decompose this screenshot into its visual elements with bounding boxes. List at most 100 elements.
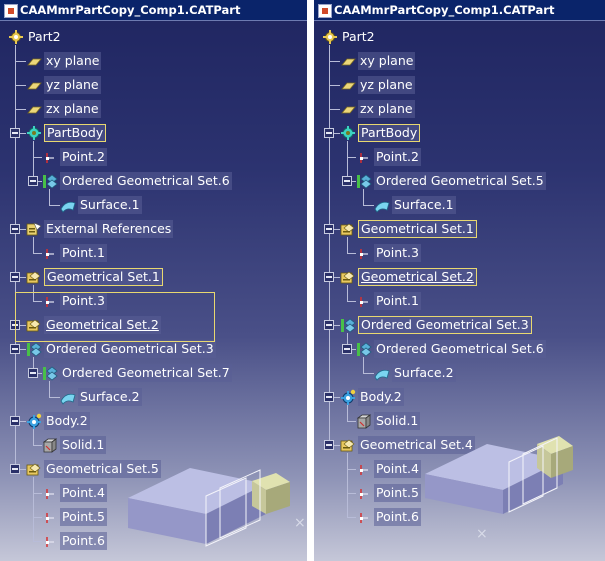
collapse-toggle[interactable] bbox=[342, 344, 352, 354]
tree-node-label: Ordered Geometrical Set.3 bbox=[44, 340, 216, 358]
tree-node-label: yz plane bbox=[44, 76, 101, 94]
collapse-toggle[interactable] bbox=[324, 392, 334, 402]
tree-connector bbox=[329, 229, 340, 230]
right-window-title: CAAMmrPartCopy_Comp1.CATPart bbox=[334, 3, 555, 17]
tree-node-label: Solid.1 bbox=[374, 412, 421, 430]
tree-node-label: xy plane bbox=[358, 52, 416, 70]
ordered-geometrical-set-icon bbox=[42, 365, 58, 381]
plane-icon bbox=[340, 101, 356, 117]
solid-icon bbox=[42, 437, 58, 453]
point-icon bbox=[42, 149, 58, 165]
point-icon bbox=[42, 485, 58, 501]
geometrical-set-icon bbox=[340, 269, 356, 285]
tree-node-label: Geometrical Set.2 bbox=[358, 268, 477, 286]
tree-connector bbox=[15, 277, 26, 278]
right-3d-solid bbox=[425, 436, 573, 514]
right-compass-icon[interactable]: × bbox=[476, 526, 488, 542]
tree-connector bbox=[363, 357, 364, 373]
left-window-title: CAAMmrPartCopy_Comp1.CATPart bbox=[20, 3, 241, 17]
point-icon bbox=[42, 245, 58, 261]
collapse-toggle[interactable] bbox=[10, 416, 20, 426]
collapse-toggle[interactable] bbox=[324, 440, 334, 450]
collapse-toggle[interactable] bbox=[10, 272, 20, 282]
tree-node-label: Point.4 bbox=[60, 484, 107, 502]
plane-icon bbox=[26, 77, 42, 93]
tree-node-label: Ordered Geometrical Set.7 bbox=[60, 364, 232, 382]
tree-connector bbox=[347, 237, 348, 253]
tree-node-label: External References bbox=[44, 220, 174, 238]
geometrical-set-icon bbox=[26, 269, 42, 285]
left-compass-icon[interactable]: × bbox=[294, 515, 306, 531]
tree-connector bbox=[347, 421, 356, 422]
plane-icon bbox=[340, 53, 356, 69]
tree-node-label: Point.2 bbox=[374, 148, 421, 166]
tree-connector bbox=[347, 405, 348, 421]
tree-connector bbox=[33, 285, 34, 301]
tree-connector bbox=[329, 325, 340, 326]
collapse-toggle[interactable] bbox=[28, 368, 38, 378]
collapse-toggle[interactable] bbox=[324, 224, 334, 234]
tree-connector bbox=[347, 141, 348, 181]
tree-connector bbox=[347, 333, 348, 349]
tree-node-label: Point.3 bbox=[60, 292, 107, 310]
ordered-geometrical-set-icon bbox=[26, 341, 42, 357]
tree-node-label: Part2 bbox=[342, 29, 375, 44]
tree-connector bbox=[329, 445, 340, 446]
tree-connector bbox=[347, 253, 356, 254]
surface-icon bbox=[374, 197, 390, 213]
tree-connector bbox=[33, 301, 42, 302]
tree-connector bbox=[329, 397, 340, 398]
tree-node-label: Ordered Geometrical Set.3 bbox=[358, 316, 532, 334]
tree-node-label: Body.2 bbox=[44, 412, 90, 430]
tree-connector bbox=[15, 349, 26, 350]
surface-icon bbox=[60, 197, 76, 213]
tree-node-label: Point.4 bbox=[374, 460, 421, 478]
tree-node-label: Point.1 bbox=[374, 292, 421, 310]
collapse-toggle[interactable] bbox=[324, 320, 334, 330]
tree-node-label: Ordered Geometrical Set.6 bbox=[60, 172, 232, 190]
tree-connector bbox=[33, 429, 34, 445]
collapse-toggle[interactable] bbox=[10, 224, 20, 234]
tree-connector bbox=[347, 301, 356, 302]
tree-node-label: Ordered Geometrical Set.5 bbox=[374, 172, 546, 190]
tree-connector bbox=[15, 61, 26, 62]
tree-node-label: Point.2 bbox=[60, 148, 107, 166]
right-window-titlebar[interactable]: CAAMmrPartCopy_Comp1.CATPart bbox=[314, 0, 605, 21]
tree-connector bbox=[15, 109, 26, 110]
tree-node-label: zx plane bbox=[358, 100, 415, 118]
tree-node-label: yz plane bbox=[358, 76, 415, 94]
tree-node-label: Surface.1 bbox=[78, 196, 142, 214]
tree-connector bbox=[347, 453, 348, 517]
point-icon bbox=[42, 533, 58, 549]
tree-connector bbox=[33, 541, 42, 542]
tree-connector bbox=[15, 45, 16, 469]
body2-icon bbox=[340, 389, 356, 405]
collapse-toggle[interactable] bbox=[10, 128, 20, 138]
tree-connector bbox=[347, 493, 356, 494]
tree-node-label: Geometrical Set.4 bbox=[358, 436, 475, 454]
collapse-toggle[interactable] bbox=[10, 464, 20, 474]
tree-connector bbox=[329, 133, 340, 134]
ordered-geometrical-set-icon bbox=[42, 173, 58, 189]
collapse-toggle[interactable] bbox=[324, 128, 334, 138]
left-window-titlebar[interactable]: CAAMmrPartCopy_Comp1.CATPart bbox=[0, 0, 307, 21]
tree-connector bbox=[363, 189, 364, 205]
tree-connector bbox=[347, 469, 356, 470]
tree-connector bbox=[49, 205, 60, 206]
external-references-icon bbox=[26, 221, 42, 237]
collapse-toggle[interactable] bbox=[28, 176, 38, 186]
collapse-toggle[interactable] bbox=[342, 176, 352, 186]
tree-connector bbox=[329, 277, 340, 278]
tree-connector bbox=[329, 45, 330, 445]
collapse-toggle[interactable] bbox=[324, 272, 334, 282]
tree-connector bbox=[15, 469, 26, 470]
tree-connector bbox=[329, 61, 340, 62]
tree-connector bbox=[49, 397, 60, 398]
tree-node-label: Solid.1 bbox=[60, 436, 107, 454]
point-icon bbox=[42, 293, 58, 309]
tree-connector bbox=[329, 85, 340, 86]
collapse-toggle[interactable] bbox=[10, 344, 20, 354]
